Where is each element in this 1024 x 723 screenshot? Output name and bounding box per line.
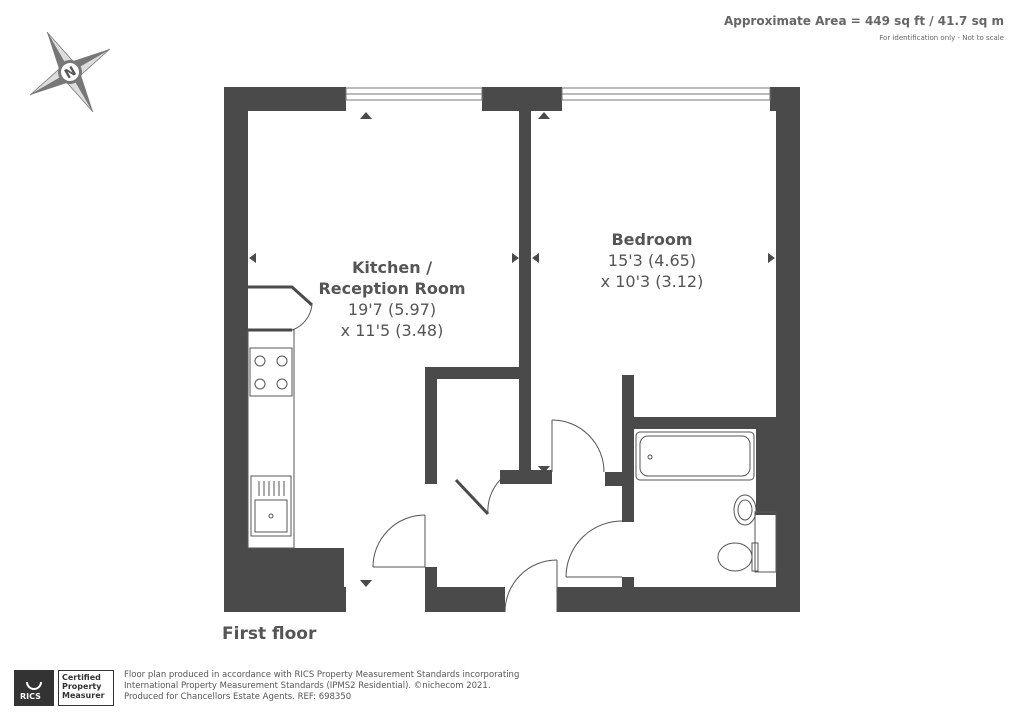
dimension-markers [249,112,775,587]
bathroom-fixtures [635,431,777,573]
footer-disclaimer: Floor plan produced in accordance with R… [124,670,519,703]
certified-line2: Property [62,682,102,691]
bedroom-dimension-2: x 10'3 (3.12) [600,272,704,291]
compass-rose-icon [29,31,111,113]
kitchen-name-line2: Reception Room [318,279,466,298]
rics-certified-logo: RICS Certified Property Measurer [14,670,114,706]
kitchen-dimension-2: x 11'5 (3.48) [340,321,444,340]
rics-badge: RICS [14,670,54,706]
footer-line1: Floor plan produced in accordance with R… [124,670,520,680]
identification-note: For identification only - Not to scale [879,34,1004,42]
kitchen-dimension-1: 19'7 (5.97) [347,300,437,319]
footer-line2: International Property Measurement Stand… [124,681,491,691]
rics-swirl-icon [25,673,43,690]
rics-text: RICS [20,692,41,701]
kitchen-reception-label: Kitchen / Reception Room 19'7 (5.97) x 1… [312,257,472,341]
bedroom-label: Bedroom 15'3 (4.65) x 10'3 (3.12) [582,229,722,292]
floor-label: First floor [222,624,317,644]
footer-line3: Produced for Chancellors Estate Agents. … [124,692,352,702]
approximate-area: Approximate Area = 449 sq ft / 41.7 sq m [723,14,1004,28]
door-swings [372,419,623,613]
certified-line3: Measurer [62,691,105,700]
bedroom-dimension-1: 15'3 (4.65) [607,251,697,270]
walls [224,87,800,612]
kitchen-fixtures [247,329,295,549]
storage-cupboard [248,285,314,332]
bedroom-name: Bedroom [611,230,693,249]
certified-line1: Certified [62,673,101,682]
certified-measurer-box: Certified Property Measurer [58,670,114,706]
kitchen-name-line1: Kitchen / [351,258,433,277]
